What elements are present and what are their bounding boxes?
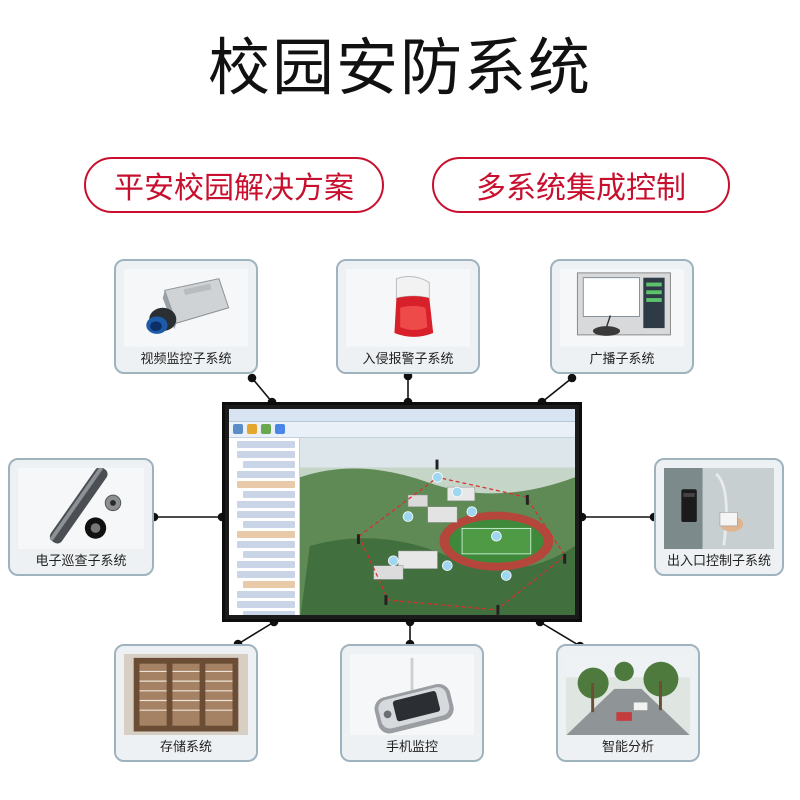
window-menubar [229,409,575,422]
central-monitor [222,402,582,622]
storage-system-card[interactable]: 存储系统 [114,644,258,762]
access-control-label: 出入口控制子系统 [666,554,771,569]
toolbar-icon [233,424,243,434]
broadcast-label: 广播子系统 [589,352,655,367]
broadcast-console-icon [560,269,684,347]
storage-system-label: 存储系统 [159,740,212,755]
electronic-patrol-card[interactable]: 电子巡查子系统 [8,458,154,576]
page-title: 校园安防系统 [207,31,592,104]
toolbar-icon [247,424,257,434]
intrusion-alarm-card[interactable]: 入侵报警子系统 [336,259,480,374]
intrusion-alarm-label: 入侵报警子系统 [362,352,454,367]
campus-aerial-map [300,438,575,615]
mobile-monitoring-label: 手机监控 [385,740,438,755]
video-surveillance-card[interactable]: 视频监控子系统 [114,259,258,374]
electronic-patrol-label: 电子巡查子系统 [35,554,127,569]
window-toolbar [229,422,575,438]
video-surveillance-label: 视频监控子系统 [140,352,232,367]
camera-icon [124,269,248,347]
toolbar-icon [261,424,271,434]
access-control-card[interactable]: 出入口控制子系统 [654,458,784,576]
mobile-device-icon [350,654,474,736]
intelligent-analysis-label: 智能分析 [601,740,654,755]
platform-window [229,409,575,615]
device-tree [229,438,300,615]
safe-campus-solution-badge: 平安校园解决方案 [84,157,384,213]
broadcast-card[interactable]: 广播子系统 [550,259,694,374]
patrol-wand-icon [18,468,144,550]
siren-icon [346,269,470,347]
multi-system-integration-badge: 多系统集成控制 [432,157,730,213]
mobile-monitoring-card[interactable]: 手机监控 [340,644,484,762]
toolbar-icon [275,424,285,434]
intelligent-analysis-card[interactable]: 智能分析 [556,644,700,762]
storage-rack-icon [124,654,248,736]
street-scene-icon [566,654,690,736]
access-reader-icon [664,468,774,550]
